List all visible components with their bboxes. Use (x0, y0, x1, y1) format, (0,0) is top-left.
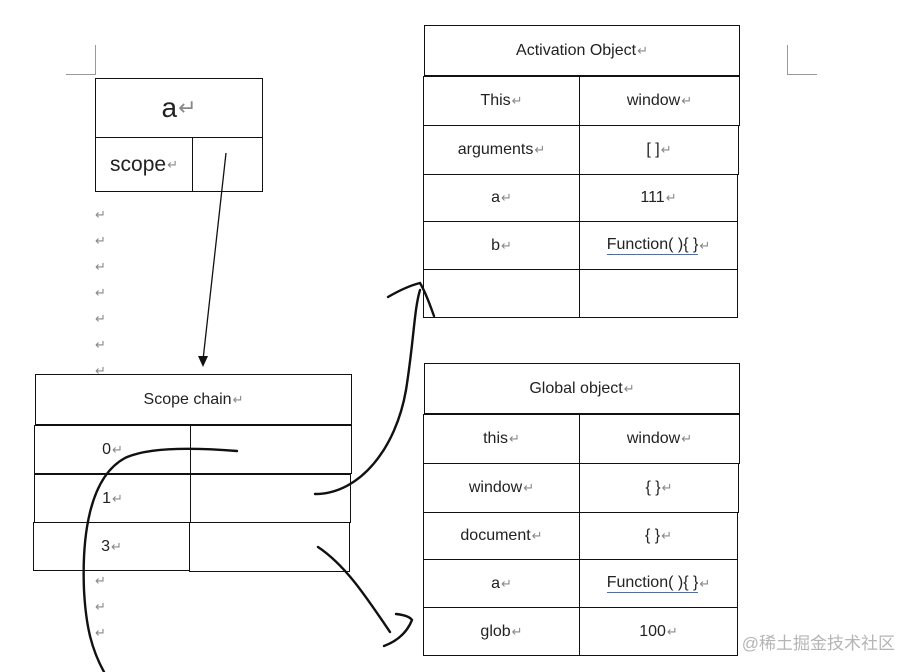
global-value: { } (644, 527, 661, 544)
activation-key: b (491, 236, 500, 254)
scope-label: scope (110, 152, 167, 176)
global-key: glob (480, 622, 511, 640)
arrowhead-icon (382, 612, 414, 648)
global-value-cell: { } (579, 512, 738, 560)
global-value-cell: 100 (579, 607, 738, 656)
activation-value: [ ] (646, 141, 660, 158)
global-key-cell: document (423, 512, 580, 560)
scope-label-cell: scope (95, 137, 193, 192)
global-key: window (468, 479, 523, 496)
activation-key: arguments (457, 141, 534, 158)
activation-value: Function( ){ } (606, 236, 699, 255)
watermark: @稀土掘金技术社区 (741, 634, 895, 653)
scope-to-scope-chain-arrow (202, 152, 227, 361)
activation-value-cell: Function( ){ } (579, 221, 738, 270)
global-value: { } (645, 479, 661, 496)
global-key-cell: this (423, 414, 580, 464)
scope-chain-index: 1 (102, 489, 111, 507)
global-value-cell: { } (579, 463, 739, 513)
arrowhead-icon (198, 356, 208, 367)
activation-value: window (626, 92, 681, 109)
activation-value-cell: 111 (579, 174, 738, 222)
scope-chain-1-to-activation-arrow (313, 288, 422, 496)
activation-object-title-cell: Activation Object (424, 25, 740, 76)
arrowhead-icon (386, 281, 436, 318)
crop-mark-left-vertical (95, 45, 96, 75)
scope-chain-pointer-cell (189, 522, 350, 572)
global-object-title-cell: Global object (424, 363, 740, 414)
global-object-title: Global object (529, 379, 623, 397)
global-value: Function( ){ } (606, 574, 699, 593)
scope-chain-title-cell: Scope chain (35, 374, 352, 425)
crop-mark-right-vertical (787, 45, 788, 75)
global-value: 100 (639, 622, 666, 640)
activation-value-cell (579, 269, 738, 318)
activation-value: 111 (640, 189, 665, 206)
activation-key: a (491, 189, 500, 206)
scope-pointer-cell (192, 137, 263, 192)
activation-key-cell (423, 269, 580, 318)
global-value: window (626, 430, 681, 447)
crop-mark-right-horizontal (787, 74, 817, 75)
scope-chain-3-to-global-arrow (316, 545, 392, 634)
global-key-cell: glob (423, 607, 580, 656)
scope-chain-title: Scope chain (143, 390, 232, 408)
crop-mark-left-horizontal (66, 74, 96, 75)
scope-chain-index-cell: 3 (33, 522, 190, 571)
scope-chain-0-curve (82, 447, 239, 672)
global-key-cell: a (423, 559, 580, 608)
activation-object-title: Activation Object (516, 41, 637, 59)
activation-key: This (480, 92, 511, 109)
function-node-name: a (161, 92, 178, 123)
scope-chain-index: 0 (102, 440, 111, 458)
global-key: document (460, 527, 531, 544)
scope-chain-index: 3 (101, 537, 110, 555)
activation-value-cell: [ ] (579, 125, 739, 175)
global-key: a (491, 574, 500, 592)
global-key: this (483, 430, 508, 447)
activation-value-cell: window (579, 76, 740, 126)
